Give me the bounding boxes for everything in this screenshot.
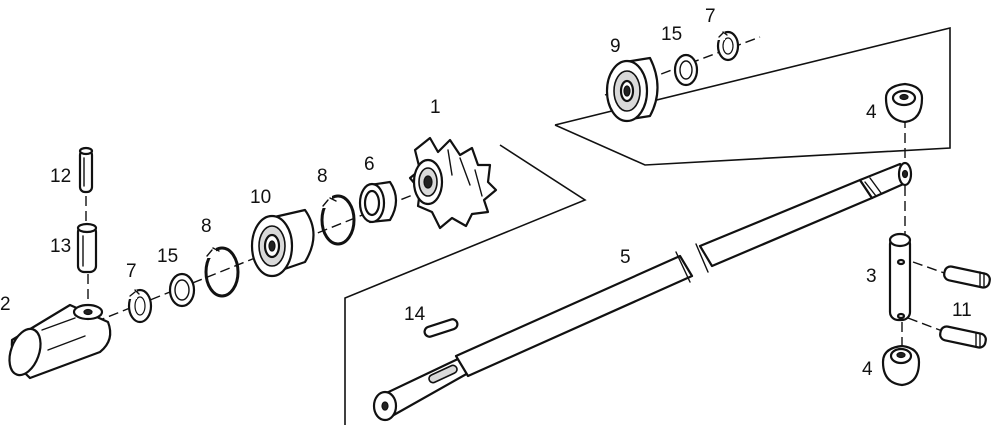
callout-10: 10 <box>250 187 271 208</box>
callout-2: 2 <box>0 294 11 315</box>
part-5-shaft <box>372 161 913 422</box>
callout-7-top: 7 <box>705 6 716 27</box>
part-4-bearing-top <box>884 82 924 124</box>
callout-14: 14 <box>404 304 426 325</box>
axis-pin3-key11-bottom <box>907 317 946 333</box>
callout-15-left: 15 <box>157 246 178 267</box>
lower-frame <box>344 144 587 425</box>
part-11-roller-top <box>943 265 991 289</box>
part-8-snap-ring-left <box>204 246 240 298</box>
callout-3: 3 <box>866 266 877 287</box>
callout-4-top: 4 <box>866 102 877 123</box>
part-15-washer-left <box>168 272 196 308</box>
part-14-key <box>423 318 459 338</box>
part-2-end-adapter <box>8 303 112 380</box>
callout-5: 5 <box>620 247 631 268</box>
callout-15-top: 15 <box>661 24 682 45</box>
callout-12: 12 <box>50 166 71 187</box>
callout-1: 1 <box>430 97 441 118</box>
part-6-bushing <box>358 180 398 224</box>
part-4-bearing-bottom <box>881 344 921 387</box>
part-8-snap-ring-right <box>320 194 356 246</box>
part-7-circlip-top <box>716 30 740 62</box>
part-12-pin <box>78 146 94 194</box>
callout-8-right: 8 <box>317 166 328 187</box>
part-1-star-gear <box>408 136 498 230</box>
callout-9: 9 <box>610 36 621 57</box>
part-7-circlip-left <box>127 288 153 324</box>
part-13-sleeve <box>76 222 98 274</box>
callout-6: 6 <box>364 154 375 175</box>
callout-7-left: 7 <box>126 261 137 282</box>
part-11-roller-bottom <box>939 325 987 349</box>
part-10-ball-bearing <box>250 208 315 278</box>
upper-frame <box>554 26 951 166</box>
part-3-cross-pin <box>888 232 912 322</box>
part-9-bearing <box>605 56 659 123</box>
callout-11: 11 <box>952 300 972 321</box>
callout-4-bottom: 4 <box>862 359 873 380</box>
part-15-washer-top <box>673 53 699 87</box>
callout-13: 13 <box>50 236 71 257</box>
callout-8-left: 8 <box>201 216 212 237</box>
